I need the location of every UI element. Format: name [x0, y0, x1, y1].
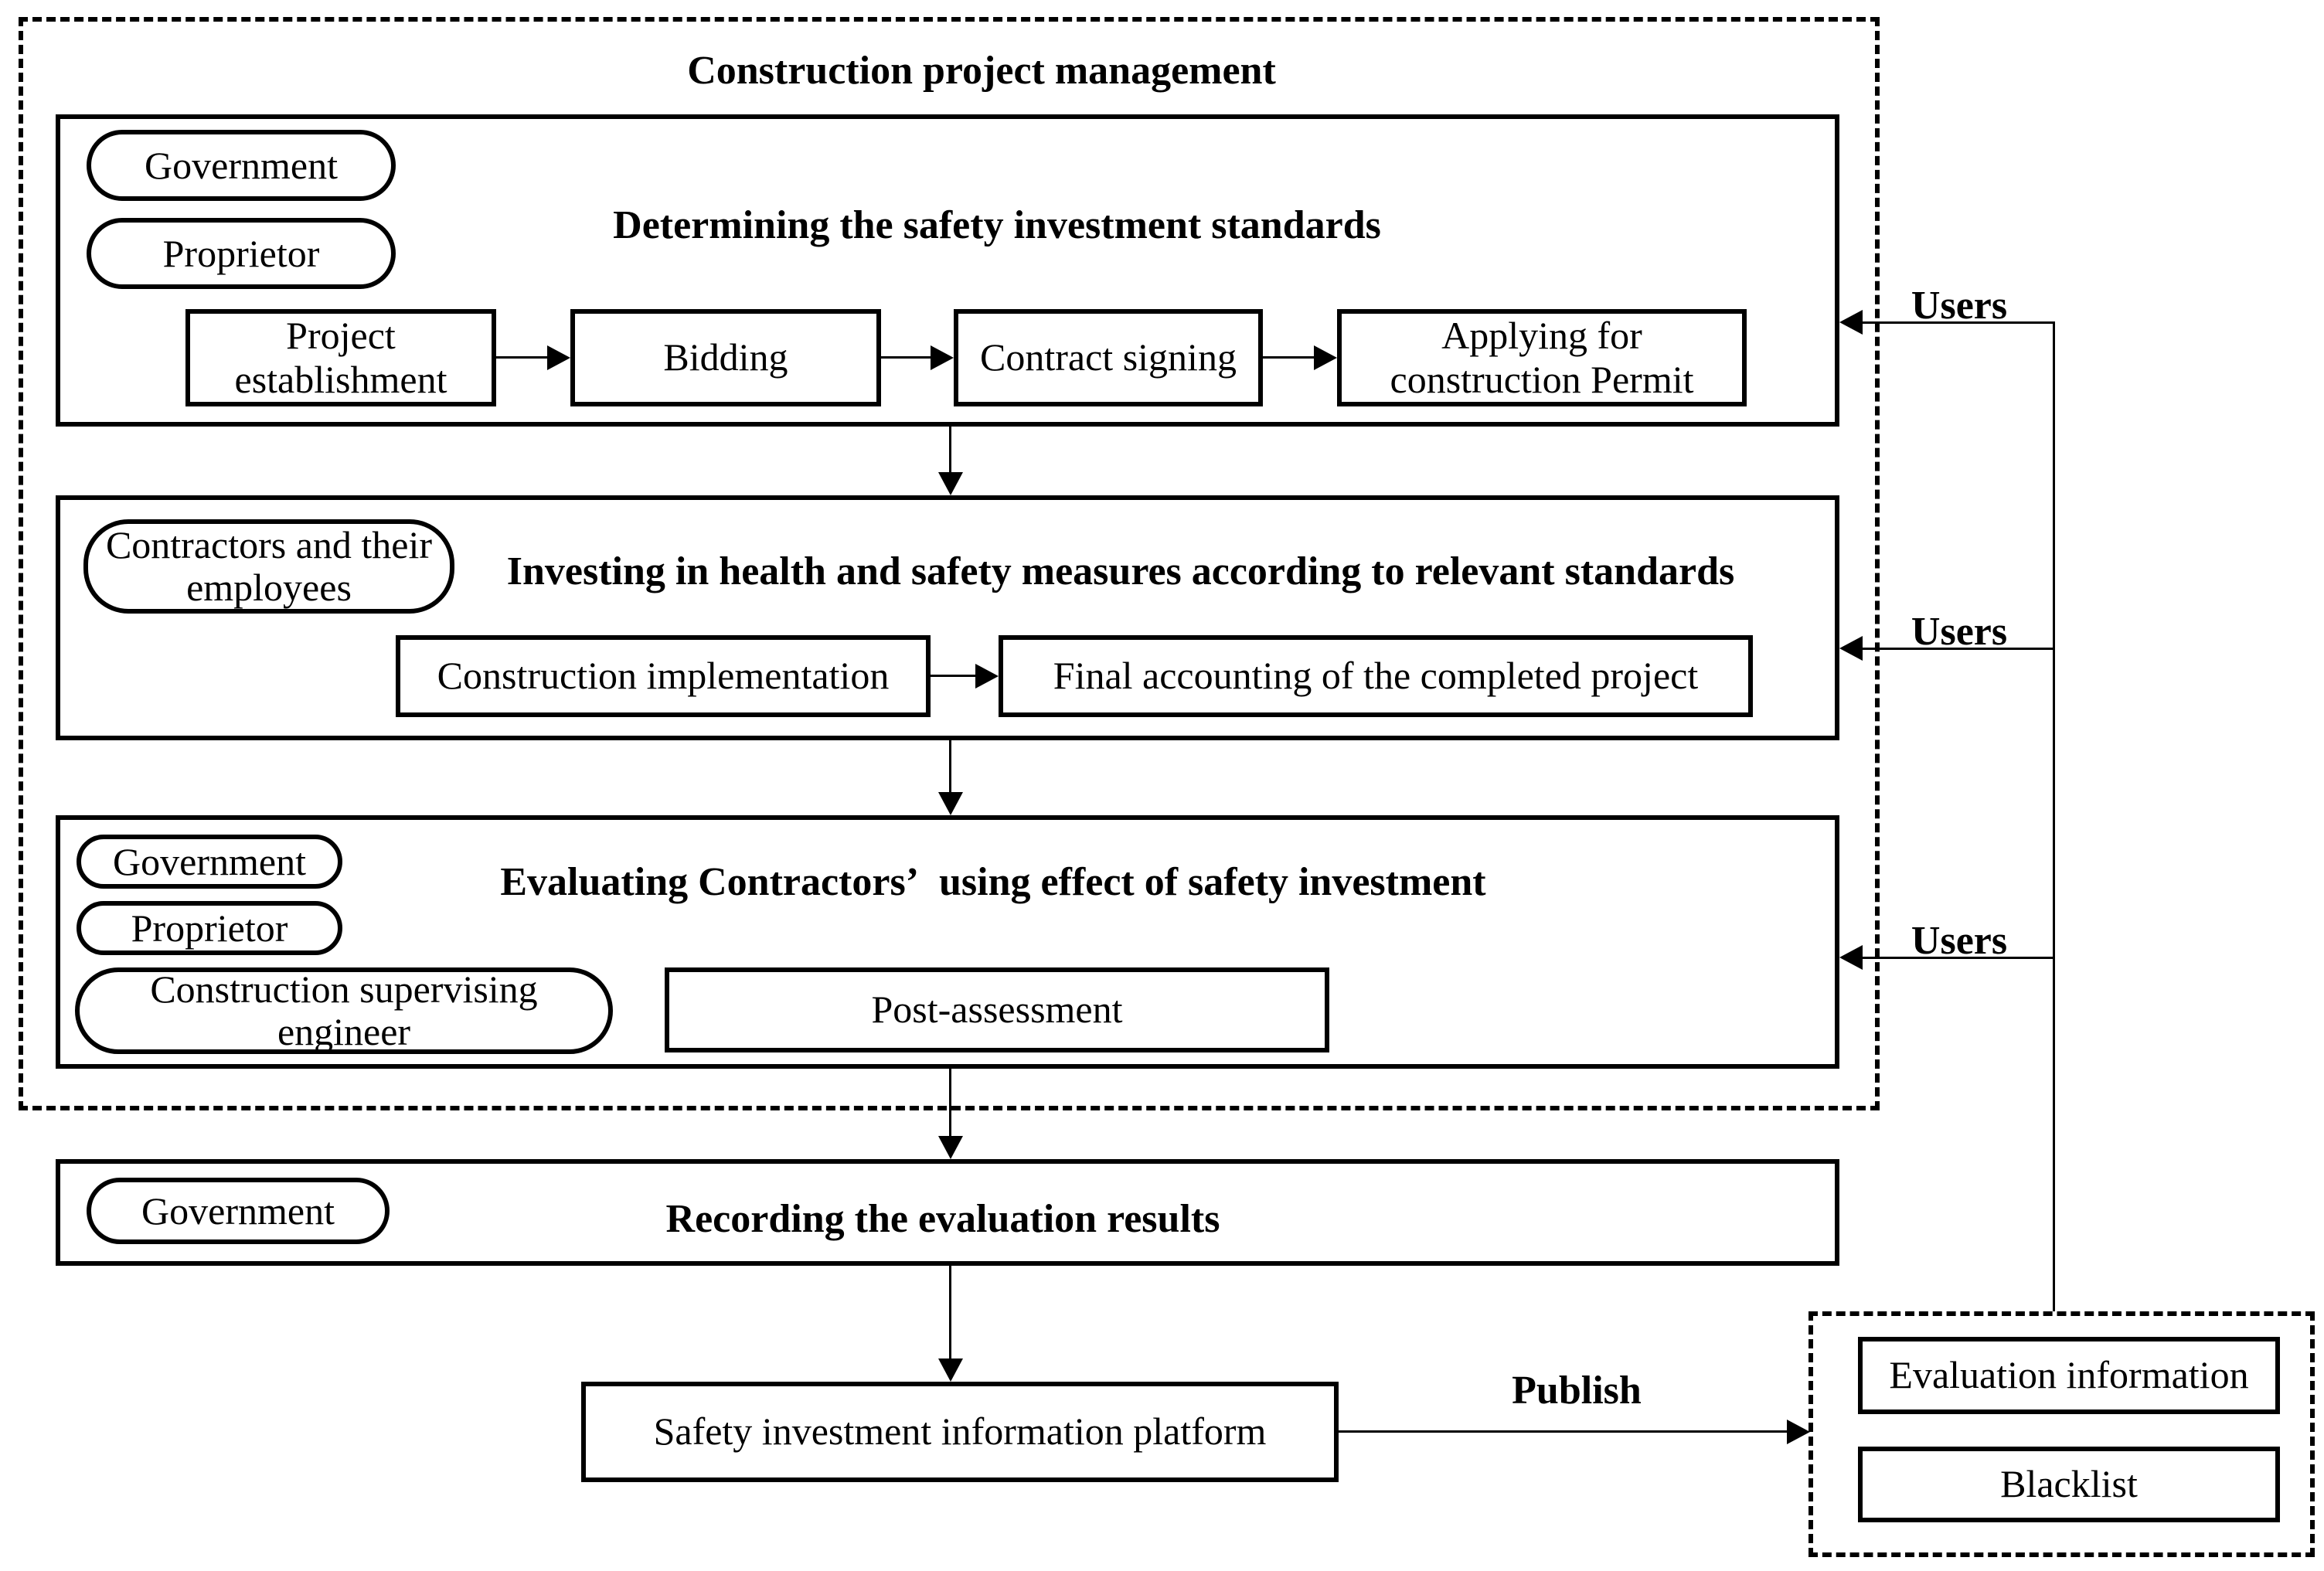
publish-label: Publish [1512, 1369, 1642, 1413]
actor-label: Government [113, 839, 306, 883]
arrowhead-right-icon [931, 345, 954, 370]
actor-label: Construction supervising engineer [150, 967, 538, 1053]
actor-label: Proprietor [162, 231, 320, 275]
arrow-pe-to-bidding [496, 356, 550, 359]
arrow-section2-to-section3 [949, 740, 951, 794]
actor-oval-supervising-engineer: Construction supervising engineer [75, 967, 613, 1054]
users-label-3: Users [1911, 919, 2008, 963]
step-applying-construction-permit: Applying for construction Permit [1337, 309, 1747, 406]
arrowhead-down-icon [938, 1358, 963, 1382]
arrowhead-right-icon [1314, 345, 1337, 370]
arrow-users-to-section2 [1863, 648, 2054, 650]
arrowhead-down-icon [938, 472, 963, 495]
arrow-bidding-to-contract [881, 356, 934, 359]
step-label: Project establishment [234, 313, 447, 402]
arrow-users-to-section3 [1863, 957, 2054, 959]
arrow-section1-to-section2 [949, 427, 951, 474]
actor-label: Proprietor [131, 906, 288, 950]
outputs-dashed-container [1809, 1311, 2315, 1557]
step-construction-implementation: Construction implementation [396, 635, 931, 717]
step-label: Construction implementation [437, 654, 890, 698]
section-1-heading: Determining the safety investment standa… [613, 203, 1381, 247]
arrowhead-down-icon [938, 1136, 963, 1159]
section-2-heading: Investing in health and safety measures … [506, 549, 1735, 593]
arrowhead-right-icon [975, 664, 999, 689]
output-label: Blacklist [2000, 1462, 2138, 1506]
output-blacklist-box: Blacklist [1858, 1447, 2280, 1522]
actor-oval-government-1: Government [87, 130, 396, 201]
actor-oval-government-4: Government [87, 1178, 390, 1244]
step-final-accounting: Final accounting of the completed projec… [999, 635, 1753, 717]
diagram-title: Construction project management [687, 49, 1276, 93]
actor-label: Government [141, 1188, 335, 1233]
arrowhead-left-icon [1839, 636, 1863, 661]
actor-label: Contractors and their employees [105, 523, 433, 609]
step-contract-signing: Contract signing [954, 309, 1263, 406]
arrow-section3-to-section4 [949, 1069, 951, 1137]
users-label-2: Users [1911, 610, 2008, 654]
safety-investment-platform-box: Safety investment information platform [581, 1382, 1339, 1482]
step-label: Applying for construction Permit [1390, 313, 1694, 402]
arrow-implementation-to-accounting [931, 675, 978, 677]
arrow-platform-to-outputs [1339, 1430, 1788, 1433]
arrowhead-right-icon [1787, 1420, 1810, 1444]
step-project-establishment: Project establishment [185, 309, 496, 406]
arrow-section4-to-platform [949, 1266, 951, 1360]
users-feedback-line [2053, 321, 2055, 1311]
step-label: Final accounting of the completed projec… [1053, 654, 1699, 698]
output-label: Evaluation information [1889, 1353, 2249, 1397]
actor-oval-proprietor-3: Proprietor [77, 901, 342, 955]
arrowhead-left-icon [1839, 310, 1863, 335]
arrow-users-to-section1 [1863, 321, 2054, 324]
users-label-1: Users [1911, 284, 2008, 328]
arrowhead-left-icon [1839, 945, 1863, 970]
arrowhead-down-icon [938, 792, 963, 815]
actor-oval-proprietor-1: Proprietor [87, 218, 396, 289]
section-4-heading: Recording the evaluation results [665, 1197, 1220, 1241]
actor-oval-government-3: Government [77, 835, 342, 889]
arrow-contract-to-permit [1263, 356, 1317, 359]
section-3-heading: Evaluating Contractors’ using effect of … [500, 860, 1486, 904]
step-post-assessment: Post-assessment [665, 967, 1329, 1052]
step-label: Contract signing [980, 335, 1237, 379]
actor-oval-contractors-employees: Contractors and their employees [83, 519, 454, 614]
arrowhead-right-icon [547, 345, 570, 370]
step-bidding: Bidding [570, 309, 881, 406]
platform-label: Safety investment information platform [653, 1409, 1267, 1454]
output-evaluation-information-box: Evaluation information [1858, 1337, 2280, 1414]
actor-label: Government [145, 143, 338, 187]
step-label: Post-assessment [871, 988, 1123, 1032]
step-label: Bidding [663, 335, 788, 379]
